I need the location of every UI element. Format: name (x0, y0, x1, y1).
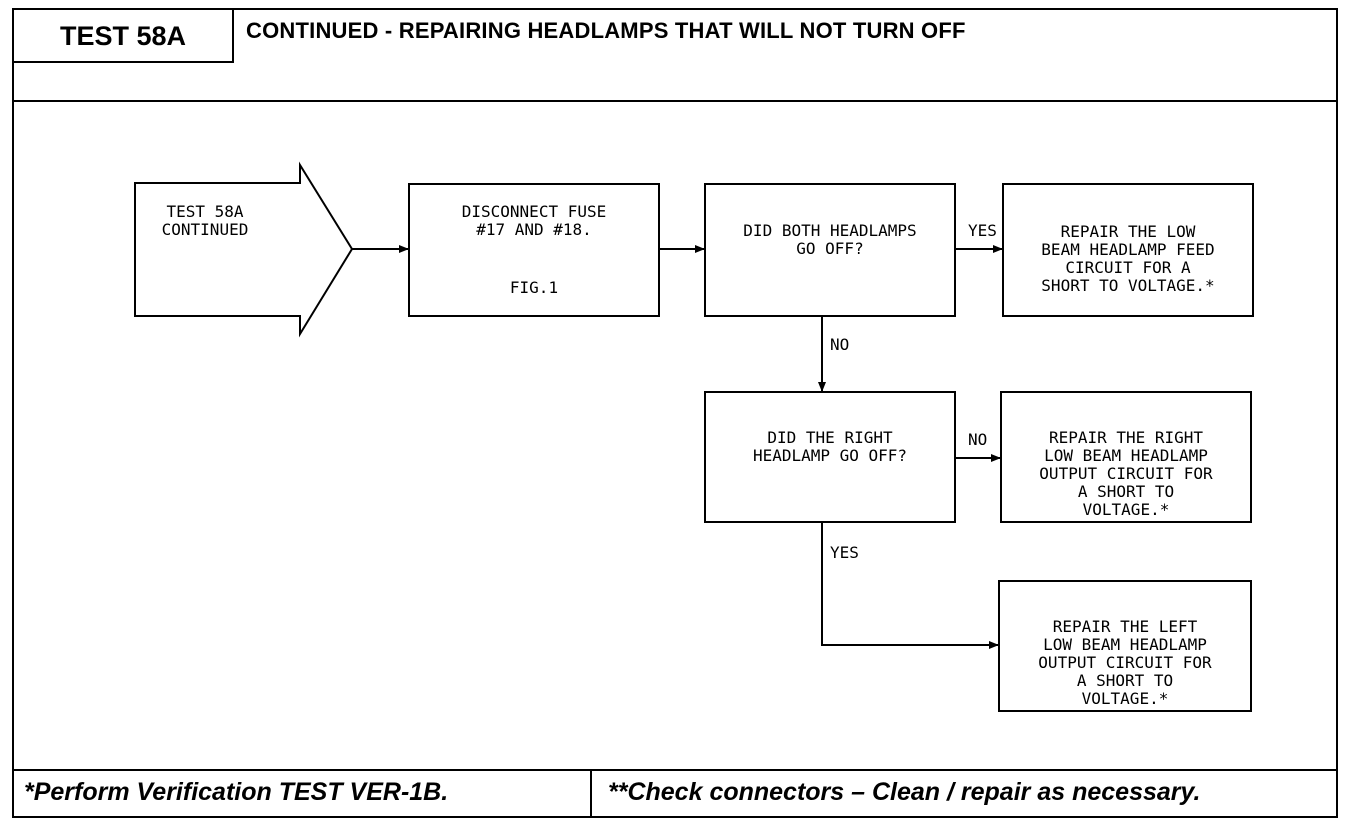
start-arrow-shape (134, 161, 354, 338)
no-label-1: NO (830, 335, 850, 354)
footer-verification-note: *Perform Verification TEST VER-1B. (24, 778, 449, 806)
test-id-underline (14, 61, 234, 63)
footer-top-rule (14, 769, 1336, 771)
disconnect-fuse-text: DISCONNECT FUSE #17 AND #18. (461, 202, 607, 239)
repair-low-beam-feed-box: REPAIR THE LOW BEAM HEADLAMP FEED CIRCUI… (1002, 183, 1254, 317)
question-right-headlamp-text: DID THE RIGHT HEADLAMP GO OFF? (752, 428, 908, 465)
page-frame (12, 8, 1338, 818)
repair-right-output-box: REPAIR THE RIGHT LOW BEAM HEADLAMP OUTPU… (1000, 391, 1252, 523)
repair-right-output-text: REPAIR THE RIGHT LOW BEAM HEADLAMP OUTPU… (1039, 428, 1213, 519)
page-title: CONTINUED - REPAIRING HEADLAMPS THAT WIL… (246, 18, 966, 43)
disconnect-fuse-box: DISCONNECT FUSE #17 AND #18. FIG.1 (408, 183, 660, 317)
no-label-2: NO (968, 430, 988, 449)
start-label: TEST 58A CONTINUED (161, 202, 249, 239)
yes-label-1: YES (968, 221, 997, 240)
repair-low-beam-feed-text: REPAIR THE LOW BEAM HEADLAMP FEED CIRCUI… (1041, 222, 1215, 295)
header-bottom-rule (14, 100, 1336, 102)
test-id-label: TEST 58A (59, 20, 187, 51)
question-right-headlamp: DID THE RIGHT HEADLAMP GO OFF? (704, 391, 956, 523)
connector-yes-2 (821, 523, 999, 649)
repair-left-output-text: REPAIR THE LEFT LOW BEAM HEADLAMP OUTPUT… (1038, 617, 1212, 708)
footer-divider (590, 770, 592, 816)
question-both-headlamps-text: DID BOTH HEADLAMPS GO OFF? (743, 221, 917, 258)
footer-connectors-note: **Check connectors – Clean / repair as n… (608, 778, 1201, 806)
repair-left-output-box: REPAIR THE LEFT LOW BEAM HEADLAMP OUTPUT… (998, 580, 1252, 712)
header-divider (232, 10, 234, 62)
figure-reference: FIG.1 (509, 278, 559, 297)
question-both-headlamps: DID BOTH HEADLAMPS GO OFF? (704, 183, 956, 317)
yes-label-2: YES (830, 543, 859, 562)
